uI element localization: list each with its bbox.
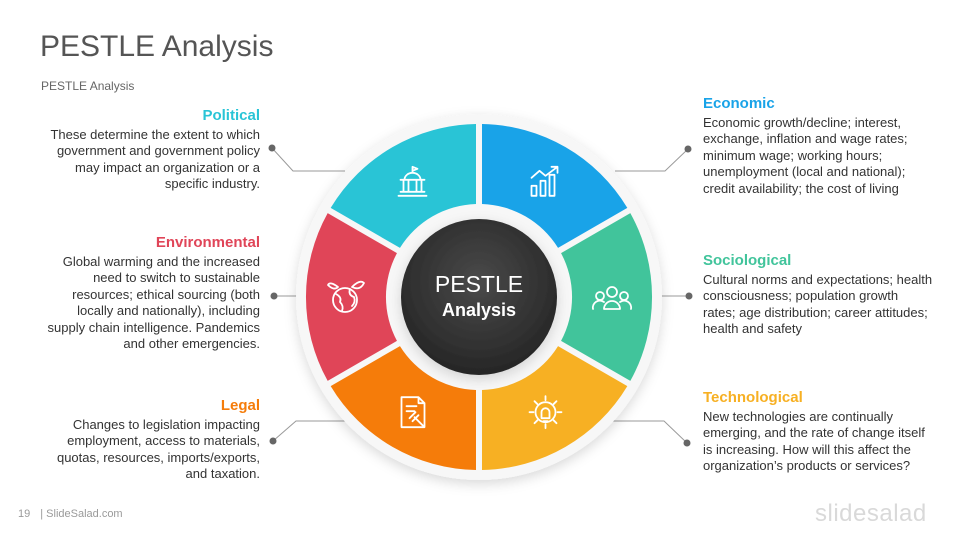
center-label-line2: Analysis	[442, 300, 516, 320]
dot-environmental	[270, 292, 278, 300]
growth-chart-icon	[530, 165, 559, 197]
technological-block: Technological New technologies are conti…	[703, 389, 933, 475]
political-block: Political These determine the extent to …	[36, 107, 260, 193]
legal-block: Legal Changes to legislation impacting e…	[36, 397, 260, 483]
connector-dots	[268, 144, 693, 447]
dot-economic	[684, 145, 692, 153]
connector-political	[271, 147, 345, 172]
globe-leaf-icon	[327, 280, 365, 313]
sociological-heading: Sociological	[703, 252, 792, 269]
dot-legal	[269, 437, 277, 445]
connector-lines	[271, 147, 689, 444]
economic-block: Economic Economic growth/decline; intere…	[703, 95, 933, 197]
connector-technological	[612, 420, 688, 444]
economic-heading: Economic	[703, 95, 775, 112]
political-heading: Political	[202, 107, 260, 124]
economic-text: Economic growth/decline; interest, excha…	[703, 114, 908, 196]
page-number: 19	[18, 508, 31, 520]
environmental-block: Environmental Global warming and the inc…	[36, 234, 260, 353]
technological-heading: Technological	[703, 389, 803, 406]
center-hub	[401, 219, 557, 375]
ring-icons	[327, 165, 632, 430]
technological-text: New technologies are continually emergin…	[703, 408, 925, 474]
connector-legal	[272, 420, 350, 442]
legal-document-icon	[400, 396, 426, 429]
dot-political	[268, 144, 276, 152]
footer: 19 | SlideSalad.com	[18, 508, 123, 520]
people-group-icon	[592, 286, 632, 310]
environmental-text: Global warming and the increased need to…	[47, 253, 260, 352]
political-text: These determine the extent to which gove…	[50, 126, 260, 192]
legal-heading: Legal	[220, 397, 260, 414]
sociological-block: Sociological Cultural norms and expectat…	[703, 252, 933, 338]
segment-legal	[330, 346, 476, 470]
slide-title: PESTLE Analysis	[40, 30, 274, 63]
segment-environmental	[305, 213, 397, 381]
legal-text: Changes to legislation impacting employm…	[56, 416, 260, 482]
dot-technological	[683, 439, 691, 447]
environmental-heading: Environmental	[155, 234, 260, 251]
sociological-text: Cultural norms and expectations; health …	[703, 271, 933, 337]
brand-logo: slidesalad	[815, 500, 927, 527]
gear-bulb-icon	[528, 395, 563, 430]
capitol-building-icon	[397, 165, 428, 197]
slide-subtitle: PESTLE Analysis	[41, 79, 135, 93]
segment-sociological	[561, 213, 653, 381]
center-label-line1: PESTLE	[435, 271, 523, 297]
footer-text[interactable]: | SlideSalad.com	[40, 508, 123, 520]
dot-sociological	[685, 292, 693, 300]
connector-economic	[615, 148, 689, 172]
